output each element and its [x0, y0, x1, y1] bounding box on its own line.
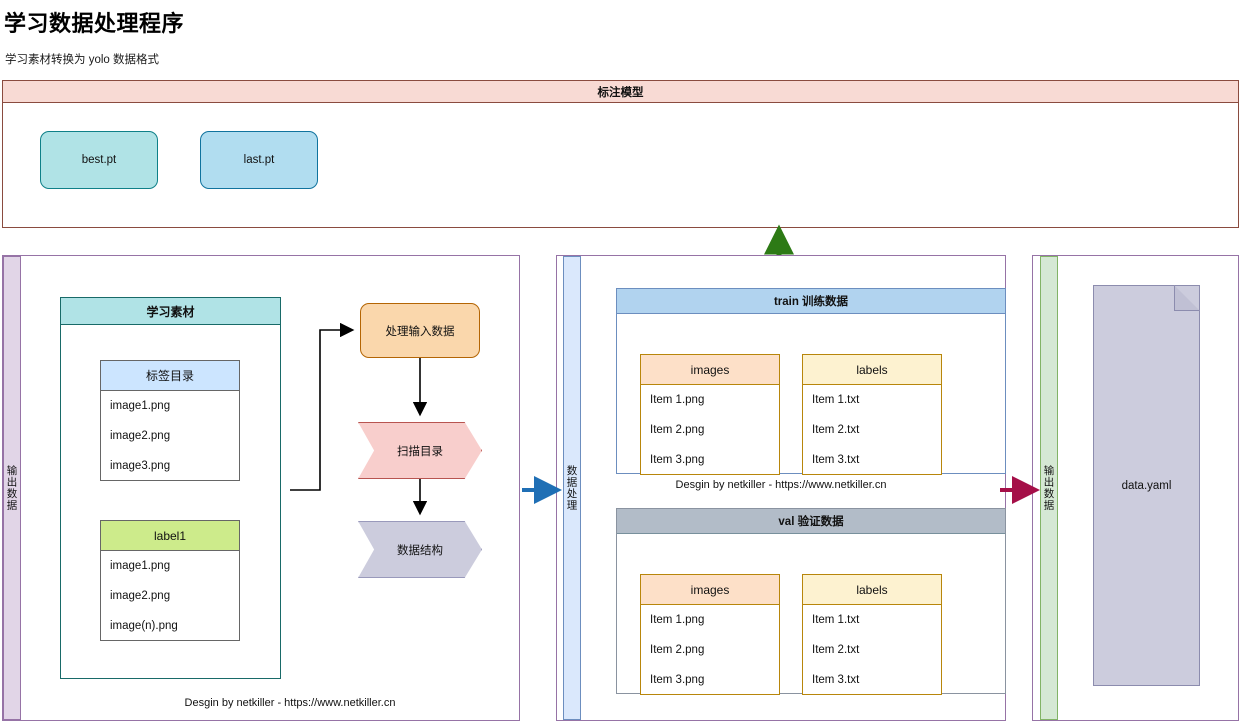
- annotation-model-header: 标注模型: [3, 81, 1238, 103]
- train-labels-header: labels: [803, 355, 941, 385]
- list-item: Item 1.txt: [812, 394, 860, 406]
- list-item: Item 2.png: [650, 424, 705, 436]
- flow-data-structure: 数据结构: [358, 521, 482, 578]
- train-data-header: train 训练数据: [617, 289, 1005, 314]
- page-subtitle: 学习素材转换为 yolo 数据格式: [5, 54, 159, 66]
- list-item: image(n).png: [110, 620, 178, 632]
- list-item: Item 1.txt: [812, 614, 860, 626]
- middle-credit: Desgin by netkiller - https://www.netkil…: [675, 479, 887, 491]
- data-yaml-note: data.yaml: [1093, 285, 1200, 686]
- list-item: Item 3.txt: [812, 454, 860, 466]
- list-item: image1.png: [110, 400, 171, 412]
- right-band-output-data: 输出数据: [1040, 256, 1058, 720]
- train-images-header: images: [641, 355, 779, 385]
- val-labels-list: labels Item 1.txt Item 2.txt Item 3.txt: [802, 574, 942, 695]
- list-item: image3.png: [110, 460, 171, 472]
- list-item: Item 3.txt: [812, 674, 860, 686]
- list-item: Item 1.png: [650, 394, 705, 406]
- train-images-list: images Item 1.png Item 2.png Item 3.png: [640, 354, 780, 475]
- study-material-header: 学习素材: [61, 298, 280, 325]
- middle-band-label: 数据处理: [565, 465, 578, 511]
- list-item: image2.png: [110, 430, 171, 442]
- list-item: image1.png: [110, 560, 171, 572]
- annotation-model-panel: 标注模型: [2, 80, 1239, 228]
- list-item: image2.png: [110, 590, 171, 602]
- left-band-output-data: 输出数据: [3, 256, 21, 720]
- list-item: Item 1.png: [650, 614, 705, 626]
- model-last-pt[interactable]: last.pt: [200, 131, 318, 189]
- list-item: Item 3.png: [650, 454, 705, 466]
- right-band-label: 输出数据: [1042, 465, 1055, 511]
- left-credit: Desgin by netkiller - https://www.netkil…: [184, 697, 396, 709]
- data-yaml-label: data.yaml: [1121, 479, 1172, 492]
- tag-directory-list: 标签目录 image1.png image2.png image3.png: [100, 360, 240, 481]
- middle-band-data-processing: 数据处理: [563, 256, 581, 720]
- val-labels-header: labels: [803, 575, 941, 605]
- list-item: Item 2.txt: [812, 644, 860, 656]
- val-images-header: images: [641, 575, 779, 605]
- val-data-header: val 验证数据: [617, 509, 1005, 534]
- val-data-box: val 验证数据 images Item 1.png Item 2.png It…: [616, 508, 1006, 695]
- val-images-list: images Item 1.png Item 2.png Item 3.png: [640, 574, 780, 695]
- list-item: Item 2.png: [650, 644, 705, 656]
- flow-process-input: 处理输入数据: [360, 303, 480, 358]
- train-data-box: train 训练数据 images Item 1.png Item 2.png …: [616, 288, 1006, 475]
- label1-list: label1 image1.png image2.png image(n).pn…: [100, 520, 240, 641]
- label1-header: label1: [101, 521, 239, 551]
- page-title: 学习数据处理程序: [4, 11, 185, 36]
- list-item: Item 2.txt: [812, 424, 860, 436]
- flow-scan-directory: 扫描目录: [358, 422, 482, 479]
- model-best-pt[interactable]: best.pt: [40, 131, 158, 189]
- tag-directory-header: 标签目录: [101, 361, 239, 391]
- list-item: Item 3.png: [650, 674, 705, 686]
- train-labels-list: labels Item 1.txt Item 2.txt Item 3.txt: [802, 354, 942, 475]
- left-band-label: 输出数据: [5, 465, 18, 511]
- page-fold-icon: [1174, 285, 1200, 311]
